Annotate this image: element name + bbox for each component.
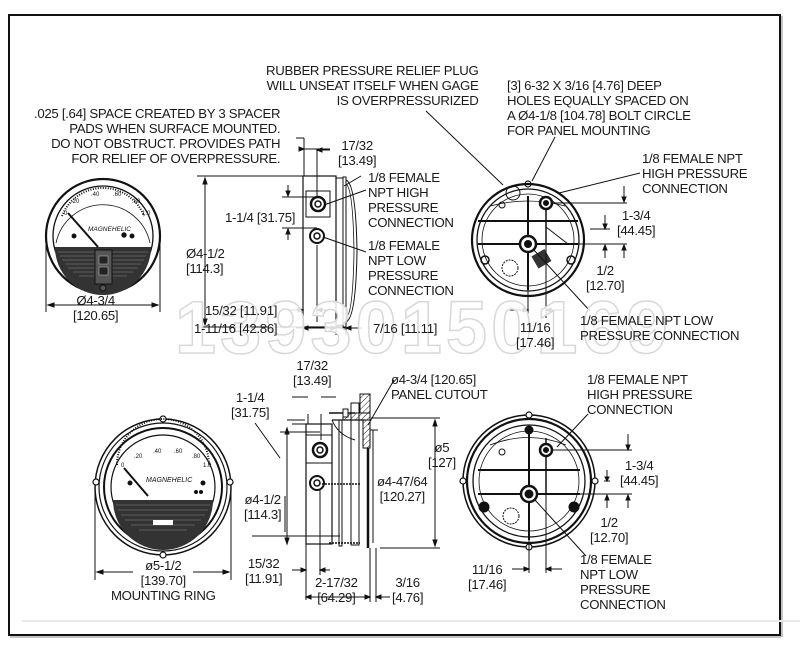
dim-bottom-1-1-4: 1-1/4 [31.75] bbox=[231, 390, 270, 420]
svg-text:1.0: 1.0 bbox=[142, 211, 151, 217]
note-spacer-pads: .025 [.64] SPACE CREATED BY 3 SPACER PAD… bbox=[34, 106, 281, 166]
svg-text:1.0: 1.0 bbox=[203, 463, 212, 469]
svg-text:.40: .40 bbox=[91, 192, 100, 198]
dim-top-dia-4-3-4: Ø4-3/4 [120.65] bbox=[73, 293, 119, 323]
side-low-pressure-connection-top: 1/8 FEMALE NPT LOW PRESSURE CONNECTION bbox=[368, 238, 454, 298]
rear-low-pressure-connection-top: 1/8 FEMALE NPT LOW PRESSURE CONNECTION bbox=[580, 313, 740, 343]
dial-scale-top: 0.20 .40 .60 .801.0 bbox=[64, 192, 151, 217]
dim-bottom-17-32: 17/32 [13.49] bbox=[293, 358, 332, 388]
rear-view-gauge-top bbox=[425, 110, 641, 318]
dim-bottom-dia-5: ø5 [127] bbox=[428, 440, 456, 470]
front-view-gauge-top bbox=[44, 177, 162, 295]
rear-high-pressure-connection-top: 1/8 FEMALE NPT HIGH PRESSURE CONNECTION bbox=[642, 151, 748, 196]
watermark: 13930150169 bbox=[174, 285, 672, 370]
dim-top-17-32: 17/32 [13.49] bbox=[338, 138, 377, 168]
dim-top-1-1-4: 1-1/4 [31.75] bbox=[225, 210, 296, 225]
dim-top-1-3-4: 1-3/4 [44.45] bbox=[617, 208, 656, 238]
dim-bottom-3-16: 3/16 [4.76] bbox=[392, 575, 424, 605]
note-relief-plug: RUBBER PRESSURE RELIEF PLUG WILL UNSEAT … bbox=[266, 63, 479, 108]
side-high-pressure-connection-top: 1/8 FEMALE NPT HIGH PRESSURE CONNECTION bbox=[368, 170, 454, 230]
svg-text:.20: .20 bbox=[134, 454, 143, 460]
rear-low-pressure-connection-bottom: 1/8 FEMALE NPT LOW PRESSURE CONNECTION bbox=[580, 552, 666, 612]
front-view-gauge-bottom bbox=[92, 415, 234, 580]
dim-top-1-11-16: 1-11/16 [42.86] bbox=[194, 321, 278, 336]
svg-text:.80: .80 bbox=[192, 454, 201, 460]
dial-scale-bottom: 0 .20 .40 .60 .801.0 bbox=[121, 449, 212, 469]
svg-text:0: 0 bbox=[121, 463, 125, 469]
dim-bottom-2-17-32: 2-17/32 [64.29] bbox=[315, 575, 358, 605]
dim-top-1-2: 1/2 [12.70] bbox=[586, 263, 625, 293]
dim-top-11-16: 11/16 [17.46] bbox=[516, 320, 555, 350]
rear-high-pressure-connection-bottom: 1/8 FEMALE NPT HIGH PRESSURE CONNECTION bbox=[587, 372, 693, 417]
dim-bottom-11-16: 11/16 [17.46] bbox=[468, 562, 507, 592]
dim-top-dia-4-1-2: Ø4-1/2 [114.3] bbox=[186, 246, 225, 276]
svg-text:.60: .60 bbox=[113, 192, 122, 198]
svg-text:.40: .40 bbox=[153, 449, 162, 455]
dim-top-7-16: 7/16 [11.11] bbox=[373, 321, 438, 336]
dial-brand-bottom: MAGNEHELIC bbox=[146, 477, 193, 484]
dim-bottom-dia-4-47-64: ø4-47/64 [120.27] bbox=[377, 474, 428, 504]
side-view-panel-mount bbox=[252, 379, 440, 602]
dim-bottom-15-32: 15/32 [11.91] bbox=[245, 556, 283, 586]
dim-bottom-1-2: 1/2 [12.70] bbox=[590, 515, 629, 545]
dim-top-15-32: 15/32 [11.91] bbox=[205, 303, 278, 318]
svg-text:.80: .80 bbox=[132, 199, 141, 205]
rear-view-gauge-bottom bbox=[459, 411, 632, 573]
svg-text:.20: .20 bbox=[71, 199, 80, 205]
svg-text:0: 0 bbox=[64, 211, 68, 217]
dim-bottom-dia-4-1-2: ø4-1/2 [114.3] bbox=[244, 492, 282, 522]
note-mounting-holes: [3] 6-32 X 3/16 [4.76] DEEP HOLES EQUALL… bbox=[507, 78, 691, 138]
dim-mounting-ring: ø5-1/2 [139.70] MOUNTING RING bbox=[111, 558, 216, 603]
dim-bottom-1-3-4: 1-3/4 [44.45] bbox=[620, 458, 659, 488]
dial-brand-top: MAGNEHELIC bbox=[88, 226, 131, 233]
dim-front-width-top bbox=[45, 236, 161, 312]
svg-text:.60: .60 bbox=[174, 449, 183, 455]
panel-cutout-label: ø4-3/4 [120.65] PANEL CUTOUT bbox=[391, 372, 488, 402]
side-view-gauge-top bbox=[197, 137, 367, 335]
